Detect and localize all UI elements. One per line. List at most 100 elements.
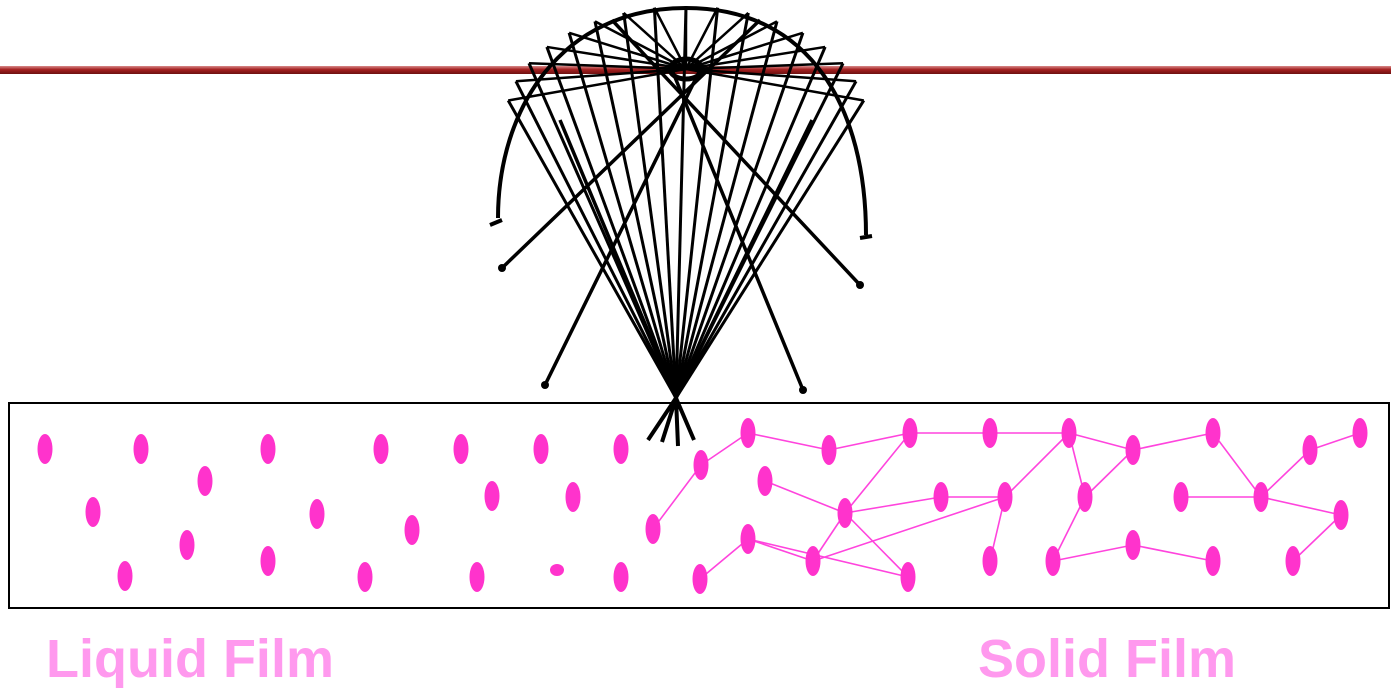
light-ray — [545, 46, 678, 399]
bond-line — [747, 538, 814, 562]
light-ray — [546, 45, 687, 71]
light-ray — [558, 119, 678, 399]
light-ray — [594, 20, 687, 71]
bond-line — [812, 496, 1006, 562]
liquid-molecule — [85, 497, 101, 527]
liquid-molecule — [309, 499, 325, 529]
light-ray — [674, 32, 805, 399]
liquid-molecule — [453, 434, 469, 464]
lens-dome-feet — [489, 218, 873, 240]
light-ray — [674, 119, 814, 399]
light-ray — [507, 67, 687, 102]
light-ray — [610, 18, 862, 287]
light-ray — [685, 67, 865, 102]
light-ray — [622, 12, 678, 399]
solid-molecule — [982, 546, 998, 576]
molecule-layer — [37, 418, 1368, 594]
liquid-molecule — [533, 434, 549, 464]
solid-molecule — [692, 564, 708, 594]
light-ray — [685, 31, 804, 71]
bond-line — [1052, 496, 1086, 562]
light-ray — [674, 5, 688, 399]
liquid-molecule — [117, 561, 133, 591]
film-frame — [8, 402, 1390, 609]
bond-line — [1132, 432, 1214, 451]
bond-line — [844, 512, 909, 578]
bond-line — [1084, 449, 1134, 498]
bond-line — [1309, 432, 1361, 451]
liquid-molecule — [613, 562, 629, 592]
light-ray — [674, 80, 858, 399]
solid-molecule — [821, 435, 837, 465]
bond-line — [700, 432, 749, 466]
bond-line — [1260, 496, 1342, 516]
light-ray — [674, 46, 827, 399]
bond-line — [844, 496, 942, 514]
light-ray — [543, 69, 702, 386]
liquid-molecule — [613, 434, 629, 464]
solid-molecule — [645, 514, 661, 544]
solid-molecule — [933, 482, 949, 512]
light-ray — [500, 18, 762, 270]
solid-molecule — [1205, 546, 1221, 576]
light-ray — [685, 45, 826, 71]
liquid-molecule — [260, 546, 276, 576]
solid-molecule — [1173, 482, 1189, 512]
liquid-molecule — [469, 562, 485, 592]
light-ray — [567, 32, 678, 399]
bond-line — [1052, 544, 1134, 562]
liquid-molecule — [260, 434, 276, 464]
light-ray — [674, 20, 779, 399]
solid-molecule — [1253, 482, 1269, 512]
light-ray — [674, 99, 866, 399]
liquid-film-label: Liquid Film — [46, 629, 334, 689]
solid-molecule — [837, 498, 853, 528]
solid-molecule — [740, 418, 756, 448]
light-ray — [685, 67, 857, 83]
liquid-molecule — [37, 434, 53, 464]
liquid-molecule — [565, 482, 581, 512]
bond-line — [1132, 544, 1214, 562]
ray-arrowhead — [856, 281, 864, 289]
bond-line — [828, 432, 911, 451]
solid-molecule — [1205, 418, 1221, 448]
converging-light-cone-icon — [489, 5, 873, 447]
solid-molecule — [997, 482, 1013, 512]
liquid-molecule — [357, 562, 373, 592]
liquid-molecule — [404, 515, 420, 545]
liquid-molecule — [179, 530, 195, 560]
ray-arrowhead — [498, 264, 506, 272]
solid-molecule — [805, 546, 821, 576]
bond-line — [1260, 449, 1311, 498]
light-ray — [528, 62, 687, 71]
bond-line — [747, 432, 830, 451]
light-ray — [568, 31, 687, 71]
bond-line — [1068, 432, 1134, 451]
bond-line — [764, 480, 846, 514]
solid-molecule — [1125, 530, 1141, 560]
solid-molecule — [900, 562, 916, 592]
solid-molecule — [1285, 546, 1301, 576]
solid-molecule — [1045, 546, 1061, 576]
solid-molecule — [1125, 435, 1141, 465]
bond-line — [699, 538, 749, 580]
solid-molecule — [902, 418, 918, 448]
solid-molecule — [1302, 435, 1318, 465]
light-ray — [593, 21, 678, 399]
ray-arrowhead — [541, 381, 549, 389]
bond-line — [1004, 432, 1070, 498]
solid-bond-network — [652, 432, 1361, 580]
liquid-molecule — [484, 481, 500, 511]
solid-molecule — [740, 524, 756, 554]
bond-line — [747, 538, 909, 578]
light-ray — [514, 80, 678, 399]
solid-molecule — [982, 418, 998, 448]
bond-line — [652, 464, 702, 530]
solid-molecule — [1061, 418, 1077, 448]
solid-molecule — [757, 466, 773, 496]
bond-line — [1212, 432, 1262, 498]
bond-line — [844, 432, 911, 514]
solid-film-label: Solid Film — [978, 629, 1237, 689]
liquid-molecule — [197, 466, 213, 496]
